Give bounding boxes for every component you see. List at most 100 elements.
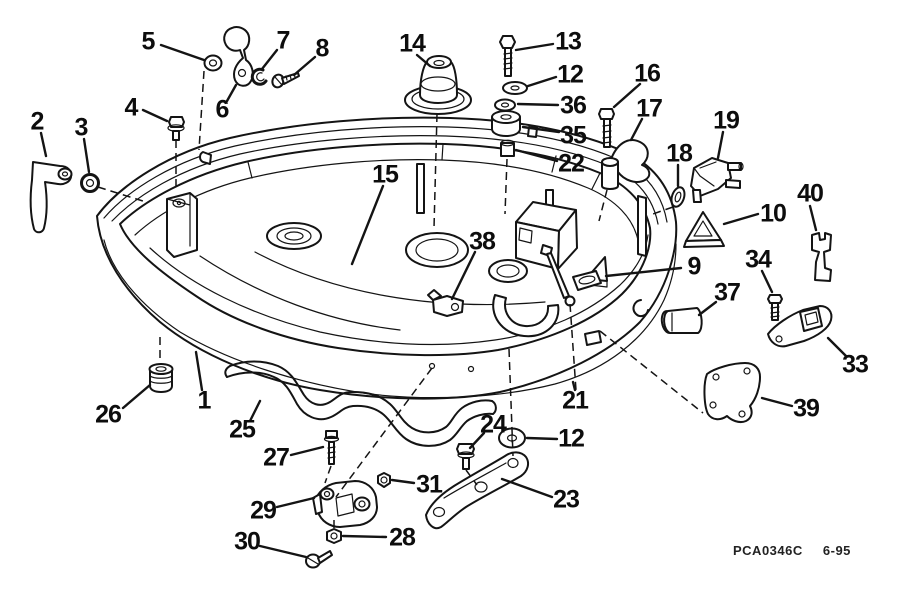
leader-line-28-25 <box>341 534 388 539</box>
part-5-washer <box>203 54 223 72</box>
leader-line-24-21 <box>468 431 486 450</box>
leader-line-30-27 <box>258 544 308 559</box>
part-33-bracket <box>767 305 833 348</box>
assembly-centerlines <box>97 70 704 530</box>
callout-16-14: 16 <box>634 59 661 88</box>
part-38-floor-bracket <box>427 289 464 317</box>
leader-line-21-18 <box>571 380 577 392</box>
leader-line-40-36 <box>808 204 818 232</box>
callout-leader-lines <box>39 42 848 559</box>
part-1-lower-engine-cover <box>96 116 678 400</box>
callout-38-34: 38 <box>469 227 496 256</box>
part-14-rubber-mount <box>404 55 472 115</box>
callout-23-20: 23 <box>553 485 580 514</box>
callout-14-12: 14 <box>399 29 426 58</box>
part-18-cam-washer <box>670 186 686 208</box>
figure-caption: PCA0346C 6-95 <box>733 543 851 558</box>
callout-7-6: 7 <box>276 26 291 55</box>
part-13-bolt <box>499 35 516 77</box>
part-19-latch <box>690 157 744 203</box>
part-28-nut <box>326 528 342 544</box>
part-31-nut <box>377 472 391 488</box>
callout-10-9: 10 <box>760 199 787 228</box>
callout-40-36: 40 <box>797 179 824 208</box>
part-36-washer <box>494 98 516 112</box>
part-34-screw <box>767 294 783 321</box>
leader-line-14-12 <box>415 53 432 68</box>
part-26-grommet <box>148 363 174 393</box>
leader-line-22-19 <box>514 148 559 163</box>
callout-34-30: 34 <box>745 245 772 274</box>
leader-line-31-28 <box>390 478 416 485</box>
callout-22-19: 22 <box>558 149 585 178</box>
leader-line-2-1 <box>39 131 48 158</box>
callout-2-1: 2 <box>30 107 45 136</box>
leader-line-1-0 <box>194 350 204 392</box>
leader-line-8-7 <box>292 55 317 77</box>
leader-line-16-14 <box>612 82 642 109</box>
part-3-washer <box>80 173 100 193</box>
callout-39-35: 39 <box>793 394 820 423</box>
callout-1-0: 1 <box>197 386 212 415</box>
leader-line-25-22 <box>248 399 262 423</box>
callout-28-25: 28 <box>389 523 416 552</box>
part-35-grommet <box>491 110 521 137</box>
revision-date: 6-95 <box>822 543 851 558</box>
callout-31-28: 31 <box>416 470 443 499</box>
callout-37-33: 37 <box>714 278 741 307</box>
leader-line-23-20 <box>500 477 554 499</box>
callout-15-13: 15 <box>372 160 399 189</box>
part-39-plate <box>703 362 761 424</box>
leader-line-38-34 <box>450 250 477 301</box>
leader-line-35-31 <box>521 125 561 134</box>
leader-line-5-4 <box>159 43 206 62</box>
callout-29-26: 29 <box>250 496 277 525</box>
callout-18-16: 18 <box>666 139 693 168</box>
callout-13-11: 13 <box>555 27 582 56</box>
callout-24-21: 24 <box>480 410 507 439</box>
part-12-washer-upper <box>502 81 528 95</box>
callout-21-18: 21 <box>562 386 589 415</box>
callout-17-15: 17 <box>636 94 663 123</box>
part-25-gasket <box>224 360 497 447</box>
part-16-bolt <box>598 108 615 148</box>
callout-12-37: 12 <box>558 424 585 453</box>
leader-line-29-26 <box>275 496 316 509</box>
part-37-pin <box>660 307 703 334</box>
part-4-bolt <box>167 116 185 141</box>
leader-line-3-2 <box>82 137 91 174</box>
leader-line-9-8 <box>604 266 683 278</box>
part-29-clamp-bracket <box>312 480 378 528</box>
leader-line-33-29 <box>826 336 848 358</box>
part-21-through-bolt <box>540 244 576 307</box>
callout-30-27: 30 <box>234 527 261 556</box>
callout-27-24: 27 <box>263 443 290 472</box>
leader-line-27-24 <box>289 445 325 457</box>
part-27-screw <box>323 430 340 465</box>
callout-26-23: 26 <box>95 400 122 429</box>
part-24-bolt <box>456 443 475 470</box>
part-8-screw <box>271 72 300 89</box>
leader-line-10-9 <box>722 212 760 226</box>
leader-line-39-35 <box>760 396 794 408</box>
part-22-spacer <box>500 139 515 157</box>
callout-36-32: 36 <box>560 91 587 120</box>
leader-line-6-5 <box>225 83 238 103</box>
leader-line-26-23 <box>121 383 152 410</box>
leader-line-17-15 <box>629 117 644 142</box>
part-10-corner-bracket <box>683 211 725 248</box>
callout-19-17: 19 <box>713 106 740 135</box>
leader-line-36-32 <box>516 102 560 107</box>
callout-5-4: 5 <box>141 27 156 56</box>
callout-25-22: 25 <box>229 415 256 444</box>
leader-line-7-6 <box>260 48 279 71</box>
leader-line-13-11 <box>514 42 555 52</box>
part-30-screw <box>305 550 333 569</box>
callout-6-5: 6 <box>215 95 230 124</box>
callout-35-31: 35 <box>560 121 587 150</box>
callout-12-10: 12 <box>557 60 584 89</box>
callout-8-7: 8 <box>315 34 330 63</box>
callout-33-29: 33 <box>842 350 869 379</box>
